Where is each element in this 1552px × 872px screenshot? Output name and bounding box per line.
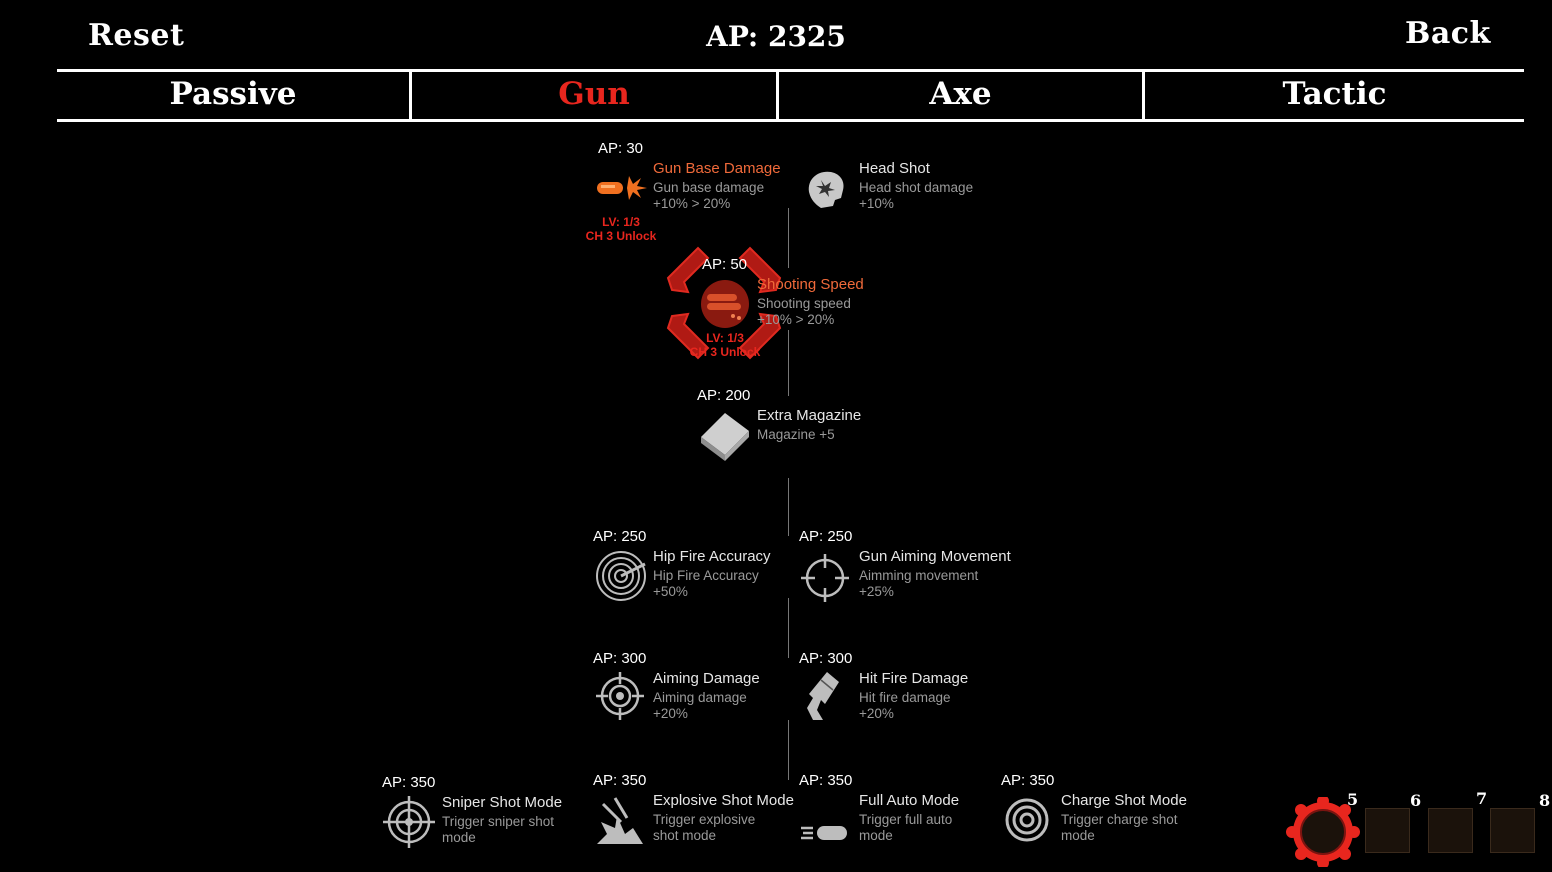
slot-number: 6 xyxy=(1410,791,1422,810)
skill-name: Full Auto Mode xyxy=(859,792,960,809)
bullets-icon xyxy=(697,276,753,332)
speed-bullet-icon xyxy=(799,792,855,848)
skill-name: Extra Magazine xyxy=(757,407,862,424)
tab-tactic[interactable]: Tactic xyxy=(1282,76,1387,112)
skill-slot[interactable] xyxy=(1365,808,1410,853)
explosion-icon xyxy=(593,792,649,848)
bullet-impact-icon xyxy=(593,160,649,216)
skill-head-shot[interactable]: Head Shot Head shot damage+10% xyxy=(799,140,1039,230)
skill-desc: Aimming movement+25% xyxy=(859,568,979,599)
skill-name: Charge Shot Mode xyxy=(1061,792,1187,809)
skill-cost: AP: 300 xyxy=(593,650,647,667)
target-icon xyxy=(593,670,649,726)
selection-frame-icon xyxy=(666,246,782,360)
skill-desc: Hip Fire Accuracy+50% xyxy=(653,568,759,599)
tree-connector xyxy=(788,478,789,536)
skill-cost: AP: 200 xyxy=(697,387,751,404)
skill-full-auto-mode[interactable]: AP: 350 Full Auto Mode Trigger full auto… xyxy=(799,772,1039,862)
skill-explosive-shot-mode[interactable]: AP: 350 Explosive Shot Mode Trigger expl… xyxy=(593,772,833,862)
back-button[interactable]: Back xyxy=(1405,16,1491,51)
skill-desc: Aiming damage+20% xyxy=(653,690,747,721)
skill-name: Gun Aiming Movement xyxy=(859,548,1011,565)
skill-name: Hit Fire Damage xyxy=(859,670,969,687)
skill-extra-magazine[interactable]: AP: 200 Extra Magazine Magazine +5 xyxy=(697,387,937,477)
skill-name: Explosive Shot Mode xyxy=(653,792,794,809)
tab-bar-bottom-border xyxy=(57,119,1524,122)
tab-separator xyxy=(1142,71,1145,121)
skill-cost: AP: 350 xyxy=(799,772,853,789)
magazine-icon xyxy=(697,407,753,463)
skill-gun-aiming-movement[interactable]: AP: 250 Gun Aiming Movement Aimming move… xyxy=(799,528,1039,618)
skill-cost: AP: 250 xyxy=(799,528,853,545)
skill-desc: Head shot damage+10% xyxy=(859,180,974,211)
skill-name: Sniper Shot Mode xyxy=(442,794,563,811)
skill-desc: Hit fire damage+20% xyxy=(859,690,951,721)
skill-name: Head Shot xyxy=(859,160,930,177)
tab-separator xyxy=(776,71,779,121)
skill-hit-fire-damage[interactable]: AP: 300 Hit Fire Damage Hit fire damage+… xyxy=(799,650,1039,740)
skill-slot[interactable] xyxy=(1490,808,1535,853)
tree-connector xyxy=(788,720,789,780)
tree-connector xyxy=(788,330,789,396)
skill-shooting-speed[interactable]: AP: 50 Shooting Speed Shooting speed+10%… xyxy=(690,256,937,359)
skill-cost: AP: 50 xyxy=(702,256,748,273)
skill-sniper-shot-mode[interactable]: AP: 350 Sniper Shot Mode Trigger sniper … xyxy=(382,774,622,864)
slot-number: 5 xyxy=(1347,790,1359,809)
skill-desc: Shooting speed+10% > 20% xyxy=(757,296,851,327)
active-slot-gear-icon[interactable] xyxy=(1286,797,1360,867)
skill-cost: AP: 300 xyxy=(799,650,853,667)
pistol-icon xyxy=(799,670,855,726)
skill-cost: AP: 30 xyxy=(598,140,644,157)
scope-icon xyxy=(382,794,438,850)
ap-total: AP: 2325 xyxy=(706,20,846,53)
skill-charge-shot-mode[interactable]: AP: 350 Charge Shot Mode Trigger charge … xyxy=(1001,772,1241,862)
skill-desc: Magazine +5 xyxy=(757,427,835,442)
skill-desc: Gun base damage+10% > 20% xyxy=(653,180,765,211)
tree-connector xyxy=(788,598,789,658)
tab-axe[interactable]: Axe xyxy=(929,76,992,112)
tab-separator xyxy=(409,71,412,121)
slot-number: 7 xyxy=(1476,789,1488,808)
skill-cost: AP: 250 xyxy=(593,528,647,545)
tab-passive[interactable]: Passive xyxy=(169,76,297,112)
tab-gun[interactable]: Gun xyxy=(558,76,630,112)
skill-name: Aiming Damage xyxy=(653,670,760,687)
tree-connector xyxy=(788,208,789,268)
skill-hip-fire-accuracy[interactable]: AP: 250 Hip Fire Accuracy Hip Fire Accur… xyxy=(593,528,833,618)
slot-number: 8 xyxy=(1539,791,1551,810)
skill-aiming-damage[interactable]: AP: 300 Aiming Damage Aiming damage+20% xyxy=(593,650,833,740)
skill-gun-base-damage[interactable]: AP: 30 Gun Base Damage Gun base damage+1… xyxy=(586,140,833,243)
head-shot-icon xyxy=(799,160,855,216)
radar-icon xyxy=(593,548,649,604)
reset-button[interactable]: Reset xyxy=(88,18,185,53)
skill-name: Shooting Speed xyxy=(757,276,864,293)
skill-cost: AP: 350 xyxy=(593,772,647,789)
skill-slot[interactable] xyxy=(1428,808,1473,853)
tab-bar-top-border xyxy=(57,69,1524,72)
skill-name: Hip Fire Accuracy xyxy=(653,548,771,565)
crosshair-icon xyxy=(799,548,855,604)
skill-cost: AP: 350 xyxy=(382,774,436,791)
skill-name: Gun Base Damage xyxy=(653,160,781,177)
rings-icon xyxy=(1001,792,1057,848)
skill-cost: AP: 350 xyxy=(1001,772,1055,789)
